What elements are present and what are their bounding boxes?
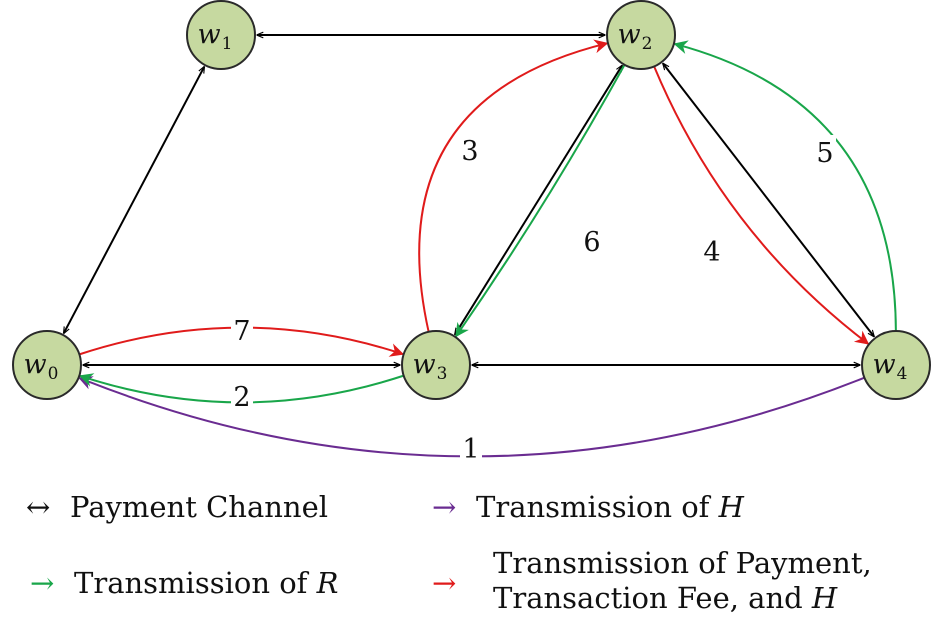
node-circle-w3 (401, 330, 471, 400)
step-label-5: 5 (816, 138, 833, 169)
node-label-w3: w3 (413, 349, 448, 384)
step-label-bg-4 (701, 234, 723, 264)
node-w4: w4 (861, 330, 931, 400)
legend-item-payment: → (432, 566, 476, 601)
step-label-7: 7 (233, 316, 250, 347)
node-circle-w1 (186, 0, 256, 70)
step-label-bg-5 (814, 135, 836, 165)
legend-label-h: Transmission of (476, 490, 719, 524)
step-label-bg-6 (581, 224, 603, 254)
payment-channel-w2-w4 (663, 63, 874, 336)
green-arrow-icon: → (30, 566, 55, 600)
legend-var-payment: H (811, 580, 838, 615)
node-label-w2: w2 (618, 19, 653, 54)
node-w2: w2 (606, 0, 676, 70)
node-w3: w3 (401, 330, 471, 400)
legend-var-r: R (316, 566, 339, 600)
step-label-6: 6 (583, 227, 600, 258)
step-label-bg-7 (231, 313, 253, 343)
node-circle-w2 (606, 0, 676, 70)
payment-network-diagram: w0 w1 w2 w3 w4 1 2 3 4 5 6 7 (12, 0, 931, 465)
legend-item-r: → Transmission of R (30, 566, 338, 601)
node-label-w0: w0 (24, 349, 59, 384)
legend-item-payment-channel: ↔ Payment Channel (26, 490, 328, 525)
legend-label-payment-line1: Transmission of Payment, (493, 546, 872, 580)
legend-label-payment: Transmission of Payment, Transaction Fee… (493, 546, 872, 616)
red-arrow-icon: → (432, 566, 457, 600)
flow-arrow-5 (673, 40, 897, 332)
node-label-w4: w4 (873, 349, 908, 384)
payment-channel-w0-w1 (64, 67, 204, 333)
node-w0: w0 (12, 330, 82, 400)
payment-channel-w3-w2 (455, 66, 622, 335)
node-label-w1: w1 (198, 19, 233, 54)
legend-label-r: Transmission of (74, 566, 317, 600)
flow-arrow-6 (455, 64, 626, 338)
node-w1: w1 (186, 0, 256, 70)
node-circle-w0 (12, 330, 82, 400)
legend-item-h: → Transmission of H (432, 490, 744, 525)
step-label-bg-1 (460, 431, 482, 461)
legend-label-payment-channel: Payment Channel (70, 490, 329, 524)
legend-label-payment-line2: Transaction Fee, and (493, 580, 812, 615)
purple-arrow-icon: → (432, 490, 457, 524)
step-label-4: 4 (703, 237, 720, 268)
step-label-3: 3 (461, 136, 478, 167)
step-label-bg-3 (459, 133, 481, 163)
flow-arrow-3 (418, 39, 609, 333)
step-label-bg-2 (231, 379, 253, 409)
double-arrow-icon: ↔ (26, 490, 51, 524)
step-label-2: 2 (233, 382, 250, 413)
legend-var-h: H (718, 490, 744, 524)
node-circle-w4 (861, 330, 931, 400)
flow-arrow-4 (653, 65, 870, 345)
step-label-1: 1 (462, 434, 479, 465)
